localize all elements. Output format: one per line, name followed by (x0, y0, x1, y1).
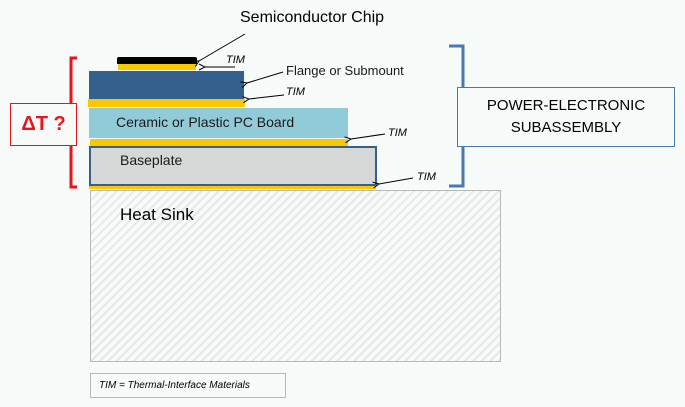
chip-arrow (199, 33, 246, 61)
tim-label-1: TIM (226, 54, 245, 66)
heat-sink (90, 190, 501, 362)
flange-layer (89, 71, 244, 99)
tim-layer-4 (89, 185, 376, 189)
tim-label-2: TIM (286, 86, 305, 98)
baseplate-label: Baseplate (120, 152, 183, 168)
delta-t-label: ΔT ? (21, 113, 66, 135)
baseplate-layer (89, 146, 377, 186)
delta-t-box: ΔT ? (10, 103, 77, 146)
subassembly-line-2: SUBASSEMBLY (510, 119, 622, 136)
tim-label-3: TIM (388, 127, 407, 139)
subassembly-box: POWER-ELECTRONIC SUBASSEMBLY (457, 87, 675, 147)
chip-title: Semiconductor Chip (240, 9, 385, 26)
tim-label-4: TIM (417, 171, 436, 183)
tim-layer-1 (118, 64, 196, 70)
ceramic-board-label: Ceramic or Plastic PC Board (116, 114, 295, 130)
legend-box: TIM = Thermal-Interface Materials (90, 373, 286, 398)
flange-arrow (247, 71, 284, 83)
tim-arrow-3 (351, 133, 386, 139)
flange-label: Flange or Submount (286, 63, 404, 78)
tim-layer-3 (90, 139, 348, 146)
heat-sink-label: Heat Sink (120, 205, 194, 224)
subassembly-line-1: POWER-ELECTRONIC (486, 97, 646, 114)
tim-arrow-4 (379, 177, 414, 184)
tim-arrow-2 (249, 94, 285, 99)
legend-text: TIM = Thermal-Interface Materials (99, 380, 250, 391)
ceramic-board-layer (89, 108, 348, 138)
semiconductor-chip (117, 57, 197, 64)
tim-layer-2 (88, 99, 245, 107)
